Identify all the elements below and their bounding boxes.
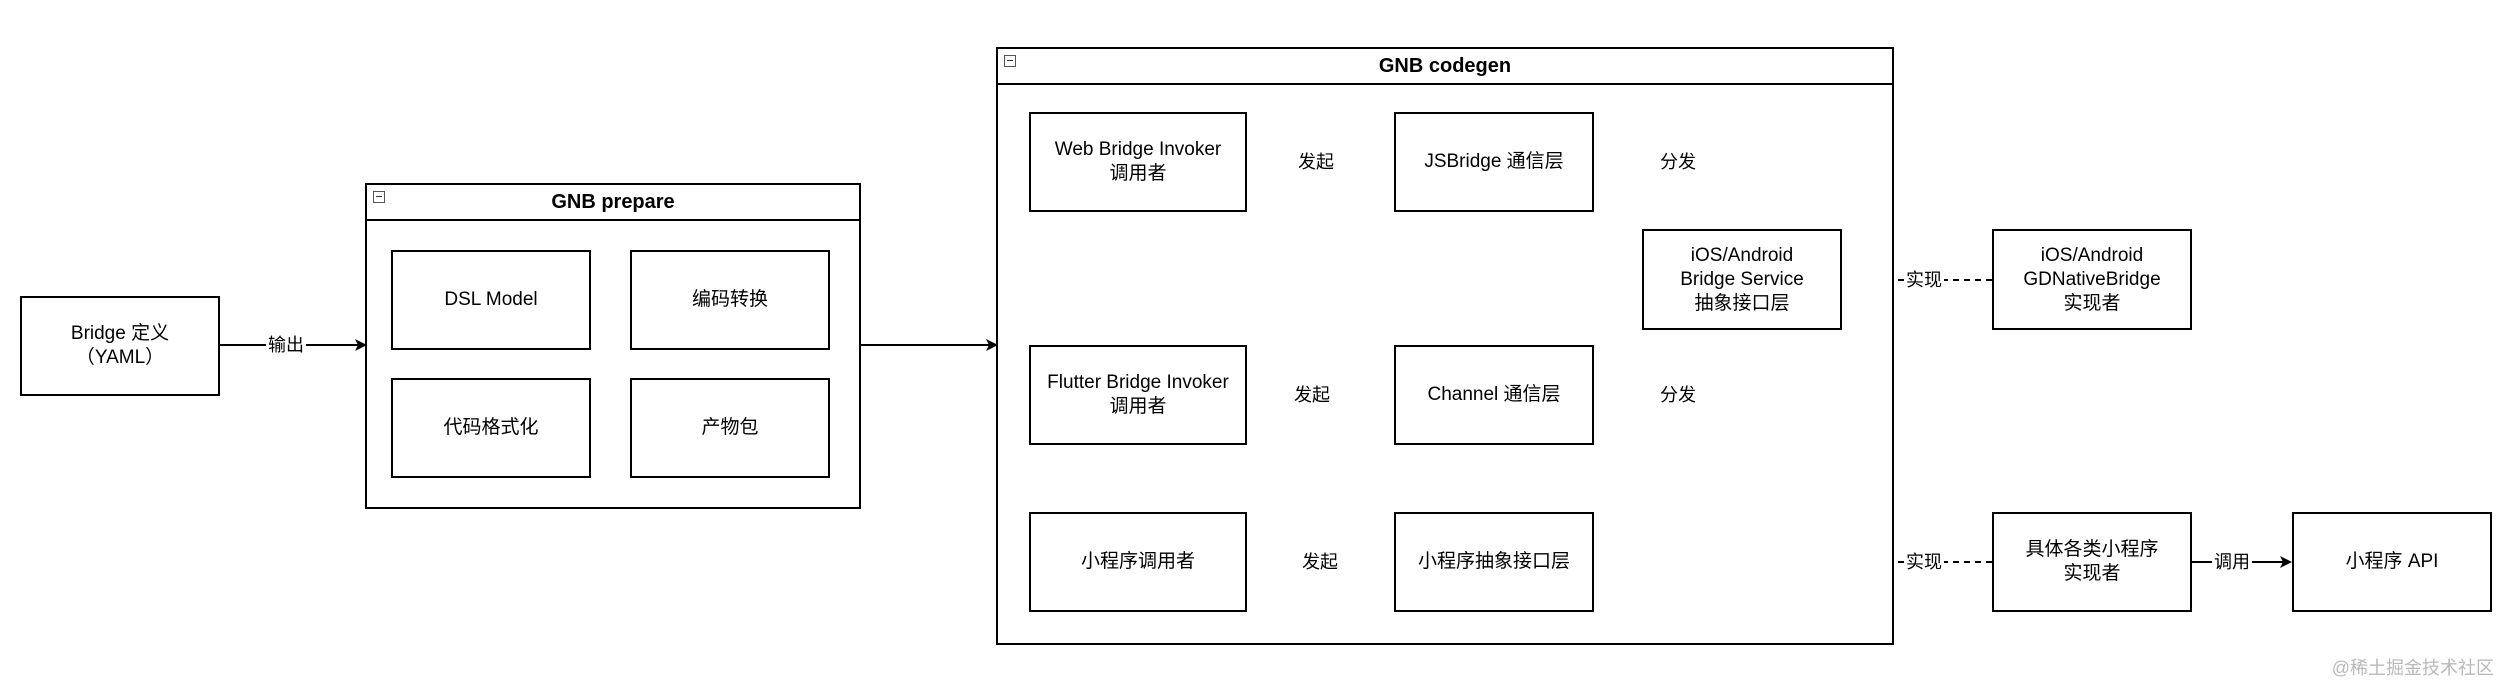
dsl-model-node: DSL Model: [391, 250, 591, 350]
native-impl-node: iOS/Android GDNativeBridge 实现者: [1992, 229, 2192, 330]
gnb-codegen-header: GNB codegen: [998, 49, 1892, 85]
mini-abstract-node: 小程序抽象接口层: [1394, 512, 1594, 612]
edge-label-output: 输出: [266, 334, 306, 356]
collapse-icon[interactable]: [373, 191, 385, 203]
channel-layer-node: Channel 通信层: [1394, 345, 1594, 445]
edge-label-call-api: 调用: [2212, 551, 2252, 573]
collapse-icon[interactable]: [1004, 55, 1016, 67]
mini-impl-node: 具体各类小程序 实现者: [1992, 512, 2192, 612]
edge-label-initiate-web: 发起: [1296, 151, 1336, 173]
bridge-definition-node: Bridge 定义 （YAML）: [20, 296, 220, 396]
edge-label-dispatch-js: 分发: [1658, 151, 1698, 173]
edge-label-implement-mini: 实现: [1904, 551, 1944, 573]
edge-label-implement-native: 实现: [1904, 269, 1944, 291]
jsbridge-layer-node: JSBridge 通信层: [1394, 112, 1594, 212]
watermark: @稀土掘金技术社区: [2331, 658, 2494, 678]
edge-label-dispatch-channel: 分发: [1658, 384, 1698, 406]
gnb-prepare-header: GNB prepare: [367, 185, 859, 221]
edge-label-initiate-flutter: 发起: [1292, 384, 1332, 406]
gnb-prepare-title: GNB prepare: [551, 190, 675, 213]
mini-invoker-node: 小程序调用者: [1029, 512, 1247, 612]
product-package-node: 产物包: [630, 378, 830, 478]
service-abstract-node: iOS/Android Bridge Service 抽象接口层: [1642, 229, 1842, 330]
gnb-codegen-title: GNB codegen: [1378, 54, 1512, 77]
edge-label-initiate-mini: 发起: [1300, 551, 1340, 573]
flutter-invoker-node: Flutter Bridge Invoker 调用者: [1029, 345, 1247, 445]
encode-convert-node: 编码转换: [630, 250, 830, 350]
mini-api-node: 小程序 API: [2292, 512, 2492, 612]
web-invoker-node: Web Bridge Invoker 调用者: [1029, 112, 1247, 212]
code-format-node: 代码格式化: [391, 378, 591, 478]
